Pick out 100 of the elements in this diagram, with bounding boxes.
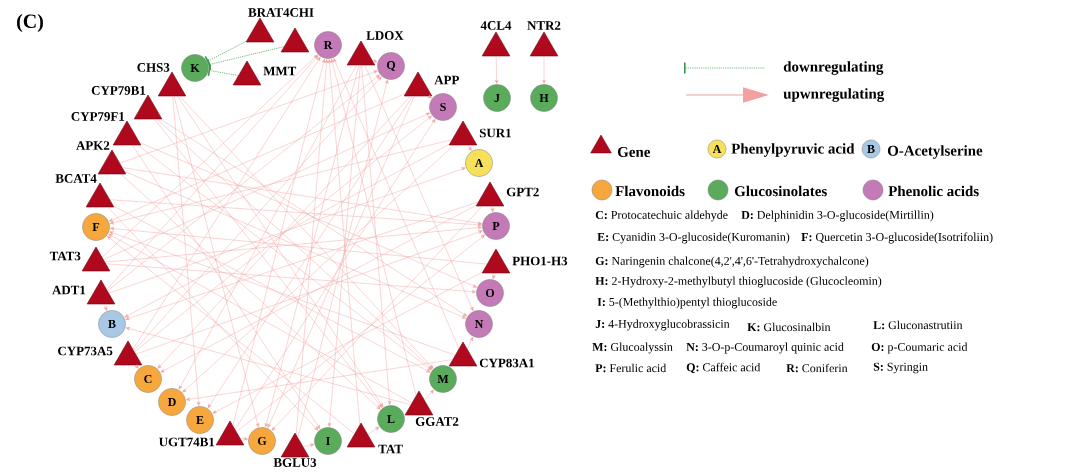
arrow [330,58,417,396]
legend-label: Flavonoids [615,185,685,197]
arrow [139,142,478,288]
legend-label: upwnregulating [783,88,885,102]
arrow [135,230,483,355]
arrow [157,96,411,369]
arrow [232,58,326,426]
key-text: H: 2-Hydroxy-2-methylbutyl thioglucoside (Glucocleomin) [595,276,882,288]
arrow [120,174,381,410]
arrow [179,96,434,369]
arrow [103,304,108,311]
arrow [297,79,389,438]
legend-label: downregulating [783,61,884,75]
key-text: I: 5-(Methylthio)pentyl thioglucoside [597,297,777,309]
arrow [133,76,382,351]
arrow [264,65,360,428]
gene-label: GPT2 [506,187,539,197]
arrow [182,145,455,393]
arrow [185,359,453,401]
gene-label: TAT3 [49,251,81,261]
arrow [119,70,378,164]
arrow [124,144,450,318]
arrow [105,263,476,294]
legend-label: Phenolic acids [888,185,979,197]
arrow [109,231,456,356]
arrow [240,437,248,441]
inhibition-line [207,46,285,71]
key-text: R: Coniferin [786,363,848,373]
key-text: C: Protocatechuic aldehyde [595,210,728,222]
key-text: D: Delphinidin 3-O-glucoside(Mirtillin) [741,210,934,222]
gene-label: ADT1 [52,285,86,295]
arrow [108,233,412,404]
arrow [132,56,321,350]
gene-label: 4CL4 [480,21,512,30]
key-text: N: 3-O-p-Coumaroyl quinic acid [686,342,844,354]
gene-label: BRAT4CHI [248,8,314,17]
legend-label: Gene [617,147,650,157]
arrow [108,167,466,294]
legend-label: O-Acetylserine [887,145,983,159]
key-text: F: Quercetin 3-O-glucoside(Isotrifoliin) [801,232,993,244]
arrow [134,364,139,369]
key-text: L: Gluconastrutiin [873,320,963,330]
arrow [236,234,485,432]
arrow [427,94,432,99]
arrow [494,56,499,84]
gene-label: SUR1 [479,128,511,138]
arrow [107,207,319,431]
arrow [173,96,260,428]
arrow [156,119,433,370]
arrow [122,167,483,225]
arrow [134,115,432,352]
arrow [490,206,494,213]
arrow [177,96,384,408]
arrow [492,273,496,280]
arrow [271,206,483,431]
arrow [106,55,319,290]
arrow [333,57,460,349]
gene-label: PHO1-H3 [512,256,568,266]
arrow [154,119,383,408]
arrow [160,119,468,317]
gene-label: CYP73A5 [58,346,113,356]
gene-label: GGAT2 [415,417,459,426]
arrow [109,139,453,225]
arrow [113,206,431,373]
arrow [303,443,315,448]
arrow [424,389,434,401]
arrow [207,96,413,409]
gene-label: NTR2 [527,21,561,30]
arrow [106,235,355,434]
arrow [367,426,380,435]
arrow [107,74,380,291]
gene-label: CYP79F1 [71,112,125,121]
gene-label: BGLU3 [273,458,317,467]
arrow [132,145,321,430]
key-text: P: Ferulic acid [595,363,667,373]
gene-label: UGT74B1 [159,437,215,447]
arrow [125,201,479,320]
key-text: E: Cyanidin 3-O-glucoside(Kuromanin) [597,232,790,244]
arrow [372,59,378,63]
legend-label: Phenylpyruvic acid [731,143,855,157]
key-text: G: Naringenin chalcone(4,2',4',6'-Tetrahydroxychalcone) [595,256,869,268]
arrow [172,96,201,406]
gene-label: MMT [263,66,297,76]
arrow [212,271,483,414]
gene-label: BCAT4 [55,174,97,183]
inhibition-line [207,64,239,77]
gene-label: CYP79B1 [91,86,146,95]
key-text: K: Glucosinalbin [747,322,831,332]
arrow [109,199,482,227]
arrow [361,65,392,405]
arrow [178,65,357,390]
swatch-letter: A [712,145,722,153]
gene-label: LDOX [366,31,404,40]
arrow [137,145,432,371]
gene-triangle [280,27,310,53]
gene-label: CYP83A1 [479,358,534,368]
arrow [467,336,474,350]
panel-label: (C) [17,13,43,32]
arrow [267,96,415,429]
arrow [467,145,472,151]
